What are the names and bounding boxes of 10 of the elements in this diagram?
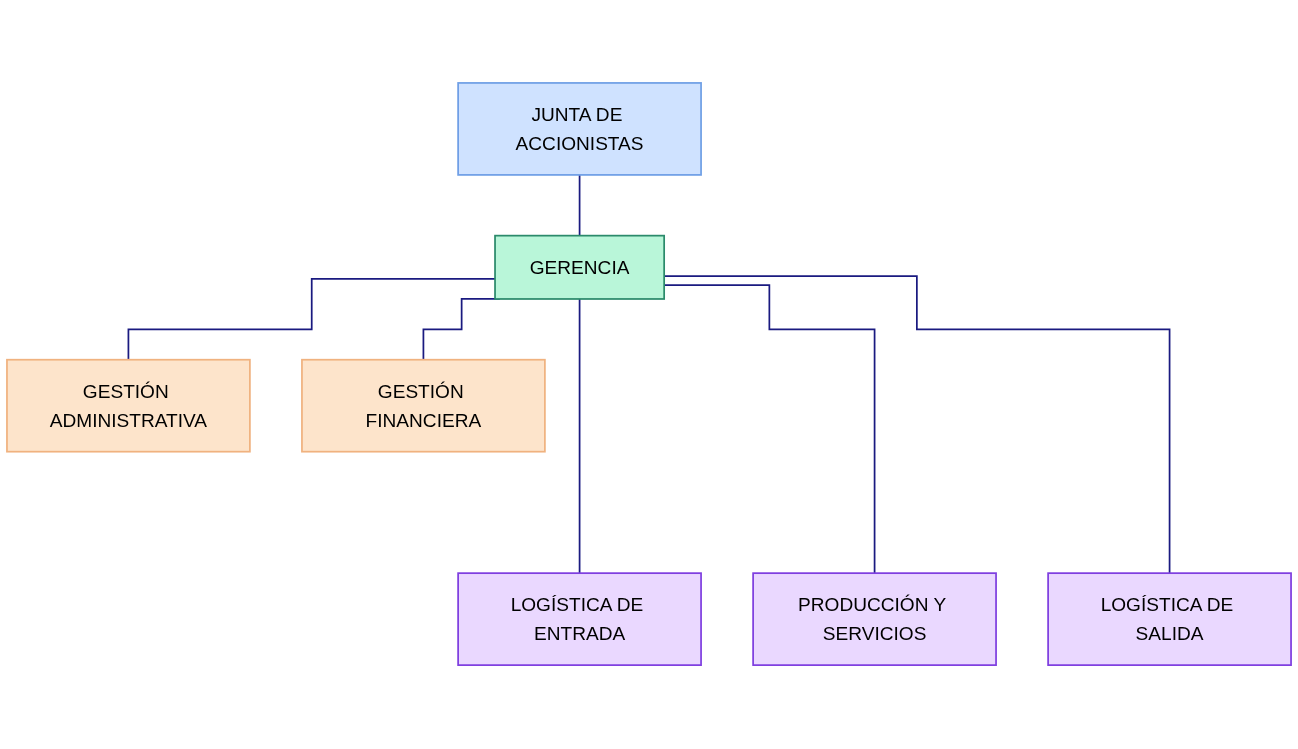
node-box: LOGÍSTICA DE SALIDA [1047,572,1292,667]
node-box: GESTIÓN FINANCIERA [301,359,546,453]
node-box: GERENCIA [494,235,665,301]
node-box: JUNTA DE ACCIONISTAS [457,82,702,177]
node-box: LOGÍSTICA DE ENTRADA [457,572,702,667]
connector [578,174,581,237]
node-box: GESTIÓN ADMINISTRATIVA [6,359,251,453]
connector [578,298,581,575]
connector [127,278,496,362]
node-box: PRODUCCIÓN Y SERVICIOS [752,572,997,667]
